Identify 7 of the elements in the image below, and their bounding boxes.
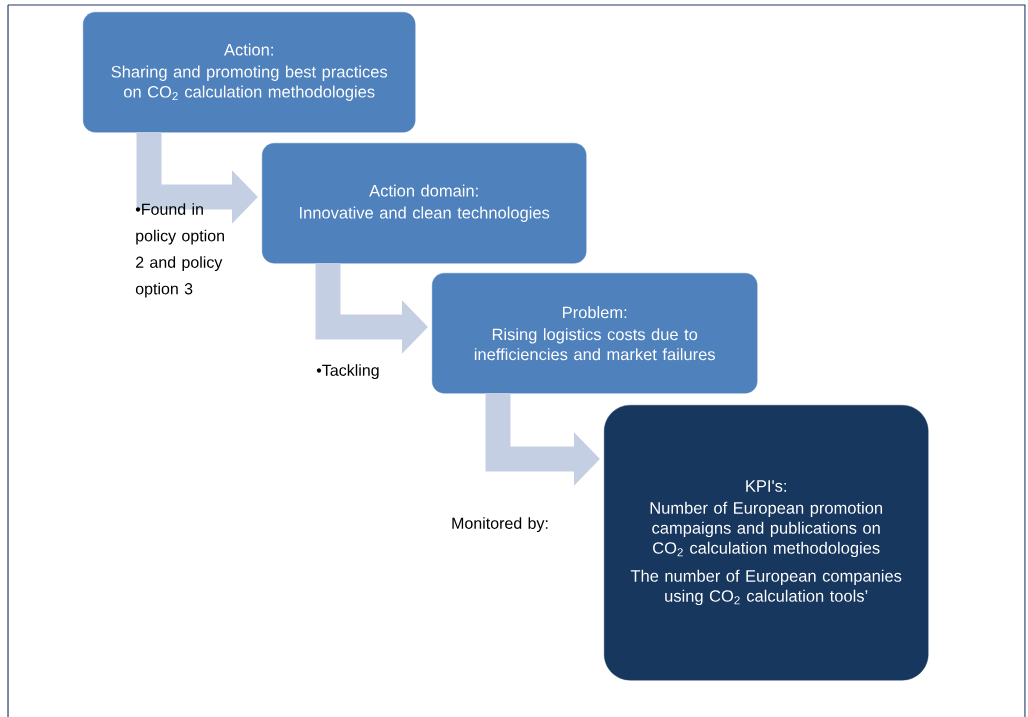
edge-label: Monitored by: bbox=[452, 517, 548, 533]
step-box: Action: Sharing and promoting best practices on CO$_{2}$ calculation methodologies bbox=[83, 12, 416, 133]
edge-label: •Found in policy option 2 and policy option 3 bbox=[135, 203, 224, 298]
kpi-box: KPI's: Number of European promotion campaigns and publications on CO$_{2}$ calculation methodologies The number of European companies using CO$_{2}$ calculation tools’ bbox=[604, 405, 929, 681]
step-box: Action domain: Innovative and clean technologies bbox=[262, 143, 587, 264]
edge-label: •Tackling bbox=[316, 364, 379, 380]
step-box: Problem: Rising logistics costs due to inefficiencies and market failures bbox=[432, 273, 758, 394]
